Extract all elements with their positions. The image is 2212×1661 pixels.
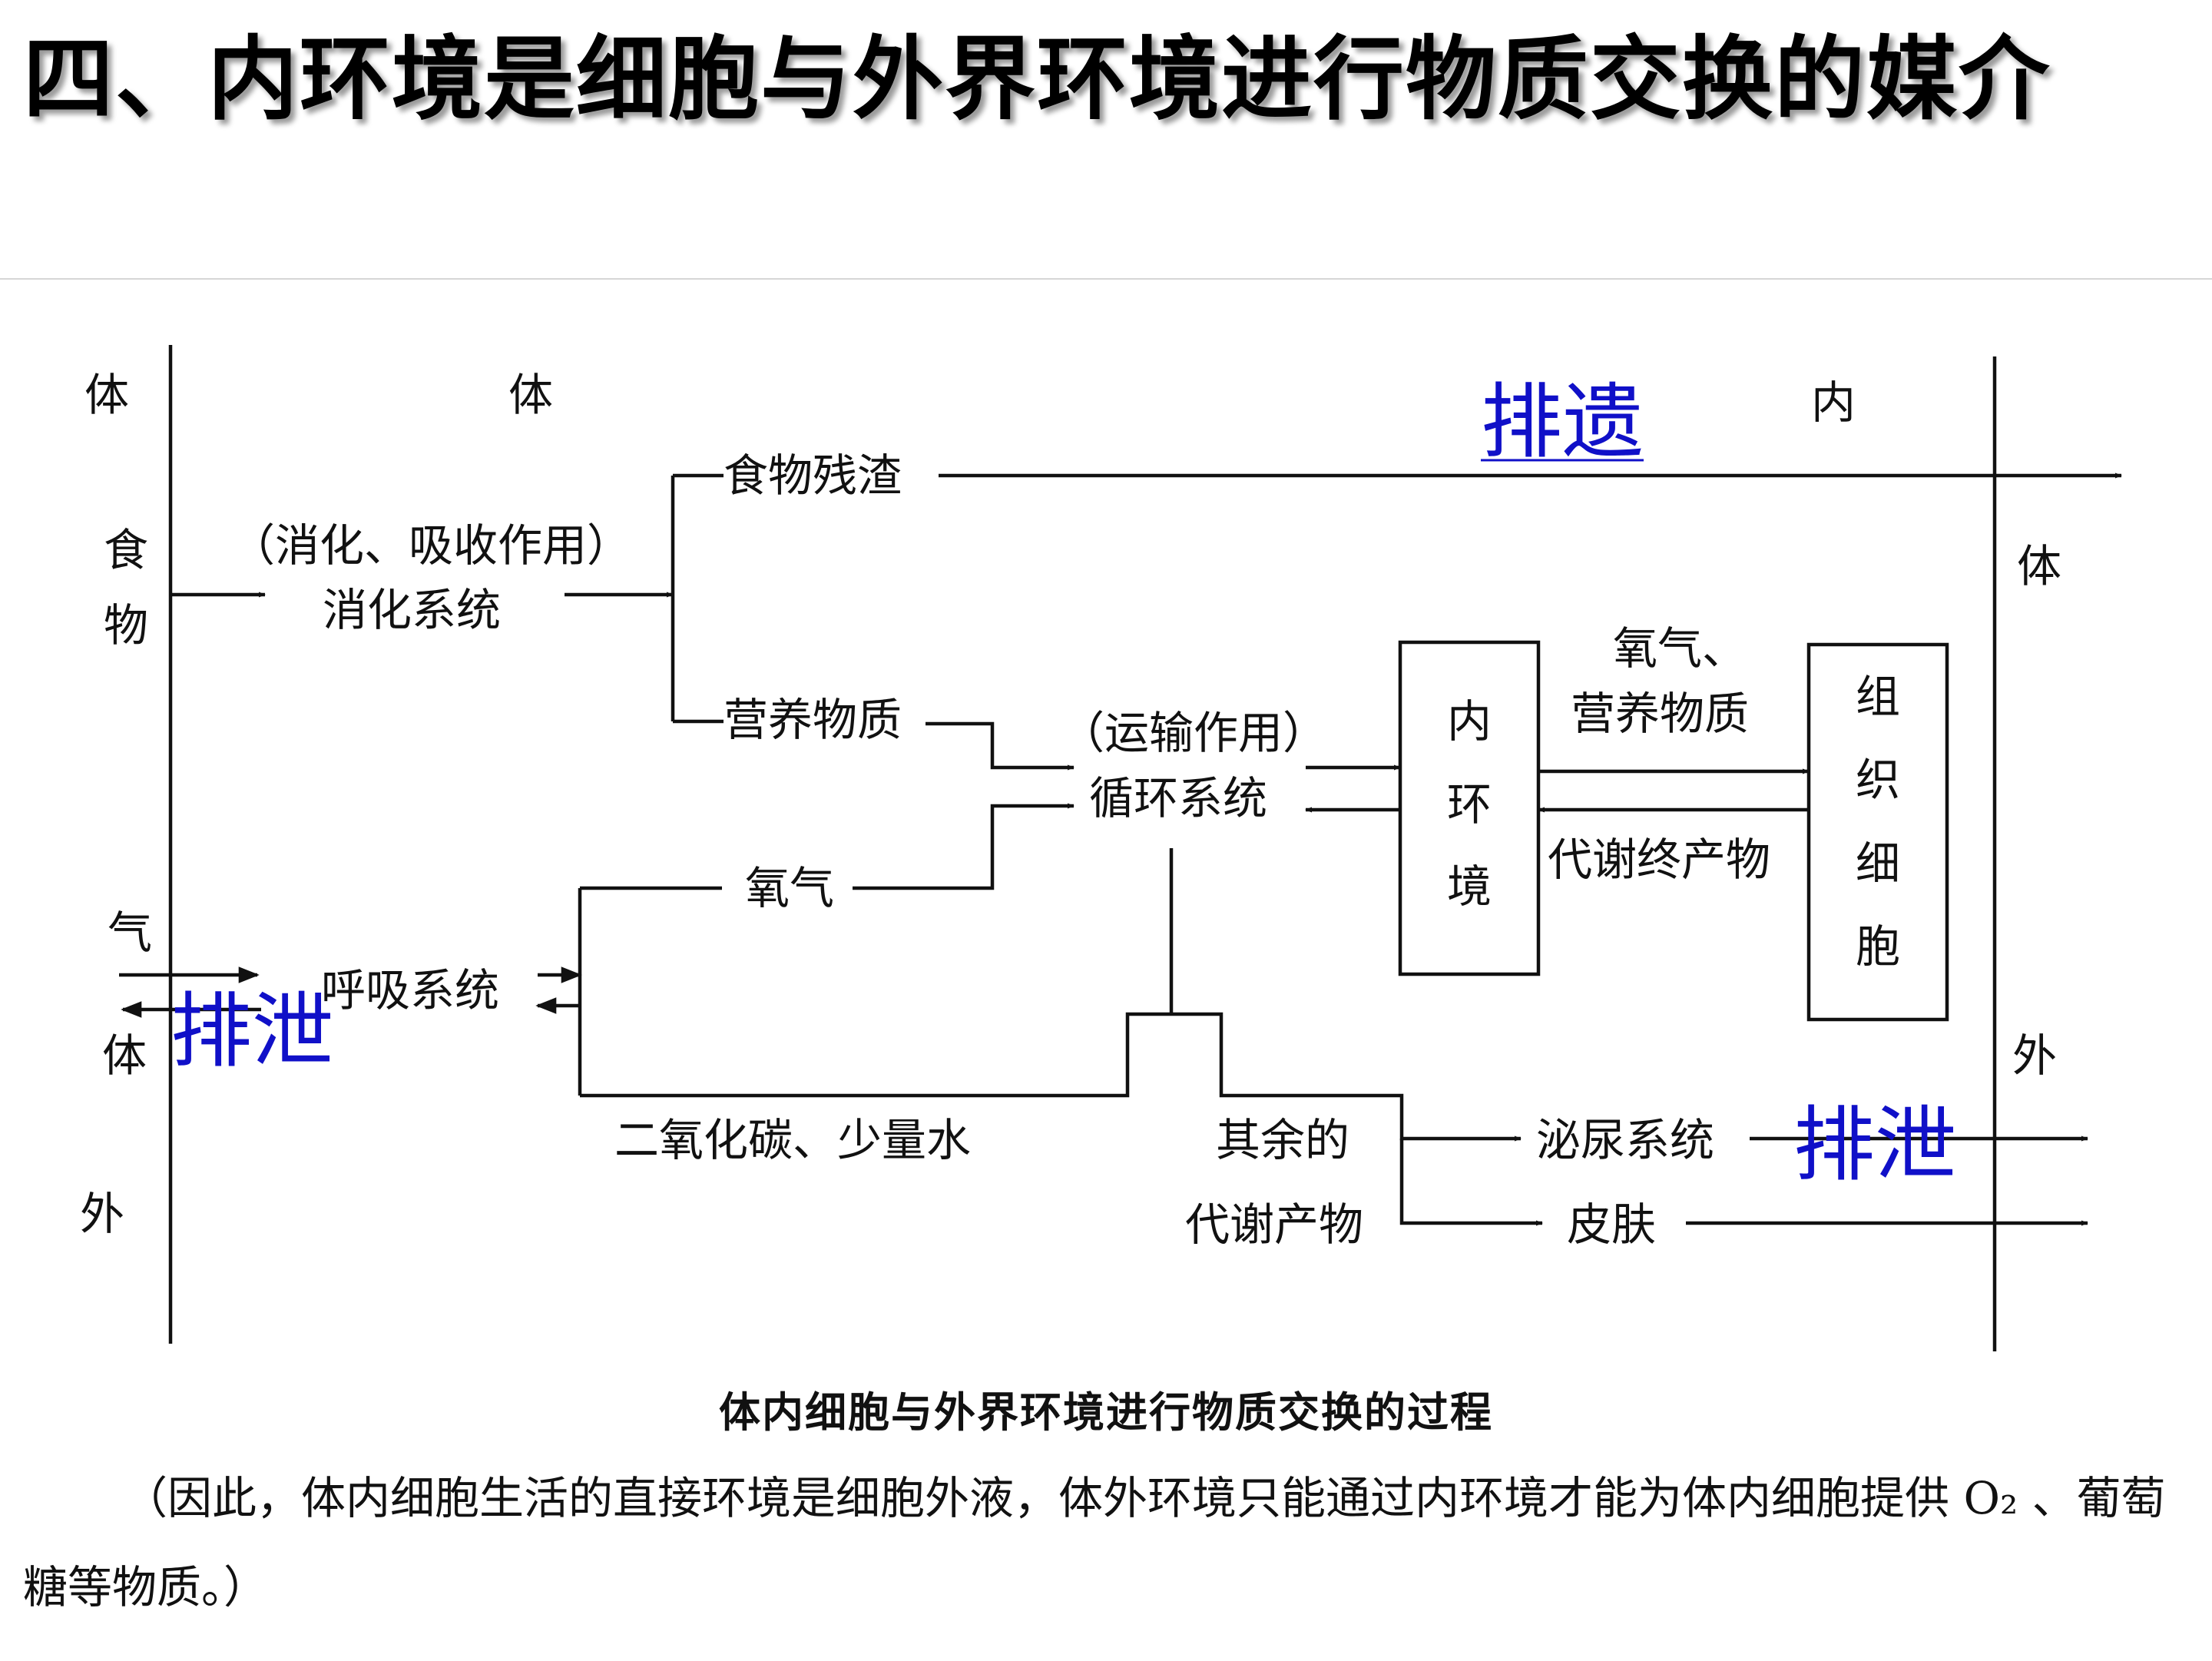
left-char-2: 食 [104,524,148,576]
egestion-annotation: 排遗 [1481,375,1644,469]
internal-env-char-1: 内 [1447,695,1492,748]
respiratory-system-label: 呼吸系统 [321,964,499,1016]
internal-env-char-3: 境 [1447,860,1492,913]
left-char-5: 体 [102,1029,147,1082]
diagram-figure: 体 食 物 气 体 外 体 内 体 外 （消化、吸收作用） 消化系统 食物残渣 … [0,278,2212,1661]
other-products-label-line1: 其余的 [1216,1114,1349,1166]
tissue-cells-box [1806,642,1949,1022]
nutrients-to-circulation-arrow [926,721,1075,771]
co2-water-label: 二氧化碳、少量水 [614,1114,971,1166]
oxygen-nutrients-label-line2: 营养物质 [1571,688,1749,740]
excretion-annotation-right: 排泄 [1793,1098,1956,1192]
nutrients-label: 营养物质 [724,694,902,746]
food-residue-label: 食物残渣 [724,449,902,502]
digestive-system-label: 消化系统 [323,584,501,636]
metabolic-end-products-label: 代谢终产物 [1548,834,1770,886]
top-right-char: 内 [1811,376,1856,429]
urinary-system-label: 泌尿系统 [1536,1114,1714,1166]
right-char-2: 外 [2012,1029,2057,1082]
waste-collection-line [580,1012,1522,1142]
tissue-cells-char-3: 细 [1856,837,1900,890]
other-products-label-line2: 代谢产物 [1185,1199,1363,1251]
oxygen-to-circulation-arrow [853,803,1075,890]
diagram-note: （因此，体内细胞生活的直接环境是细胞外液，体外环境只能通过内环境才能为体内细胞提… [23,1472,2166,1613]
tissue-cells-char-2: 织 [1856,754,1900,806]
transport-process-label: （运输作用） [1060,707,1327,759]
left-char-1: 体 [84,369,129,421]
left-char-4: 气 [108,907,152,959]
digestion-process-label: （消化、吸收作用） [230,519,631,572]
tissue-cells-char-1: 组 [1856,671,1900,723]
products-to-skin-arrow [1399,1139,1543,1226]
circulatory-system-label: 循环系统 [1089,772,1267,824]
skin-label: 皮肤 [1567,1199,1656,1251]
exchange-diagram: 体 食 物 气 体 外 体 内 体 外 （消化、吸收作用） 消化系统 食物残渣 … [80,345,2122,1351]
left-char-6: 外 [80,1188,124,1240]
excretion-annotation-left: 排泄 [171,984,333,1079]
left-char-3: 物 [104,599,148,651]
slide-title: 四、内环境是细胞与外界环境进行物质交换的媒介 [23,26,2051,132]
internal-env-char-2: 环 [1447,778,1492,830]
top-left-char: 体 [508,369,553,421]
oxygen-nutrients-label-line1: 氧气、 [1613,622,1747,675]
tissue-cells-char-4: 胞 [1856,920,1900,973]
right-char-1: 体 [2017,540,2061,592]
diagram-caption: 体内细胞与外界环境进行物质交换的过程 [719,1388,1493,1437]
oxygen-label: 氧气 [745,862,834,914]
